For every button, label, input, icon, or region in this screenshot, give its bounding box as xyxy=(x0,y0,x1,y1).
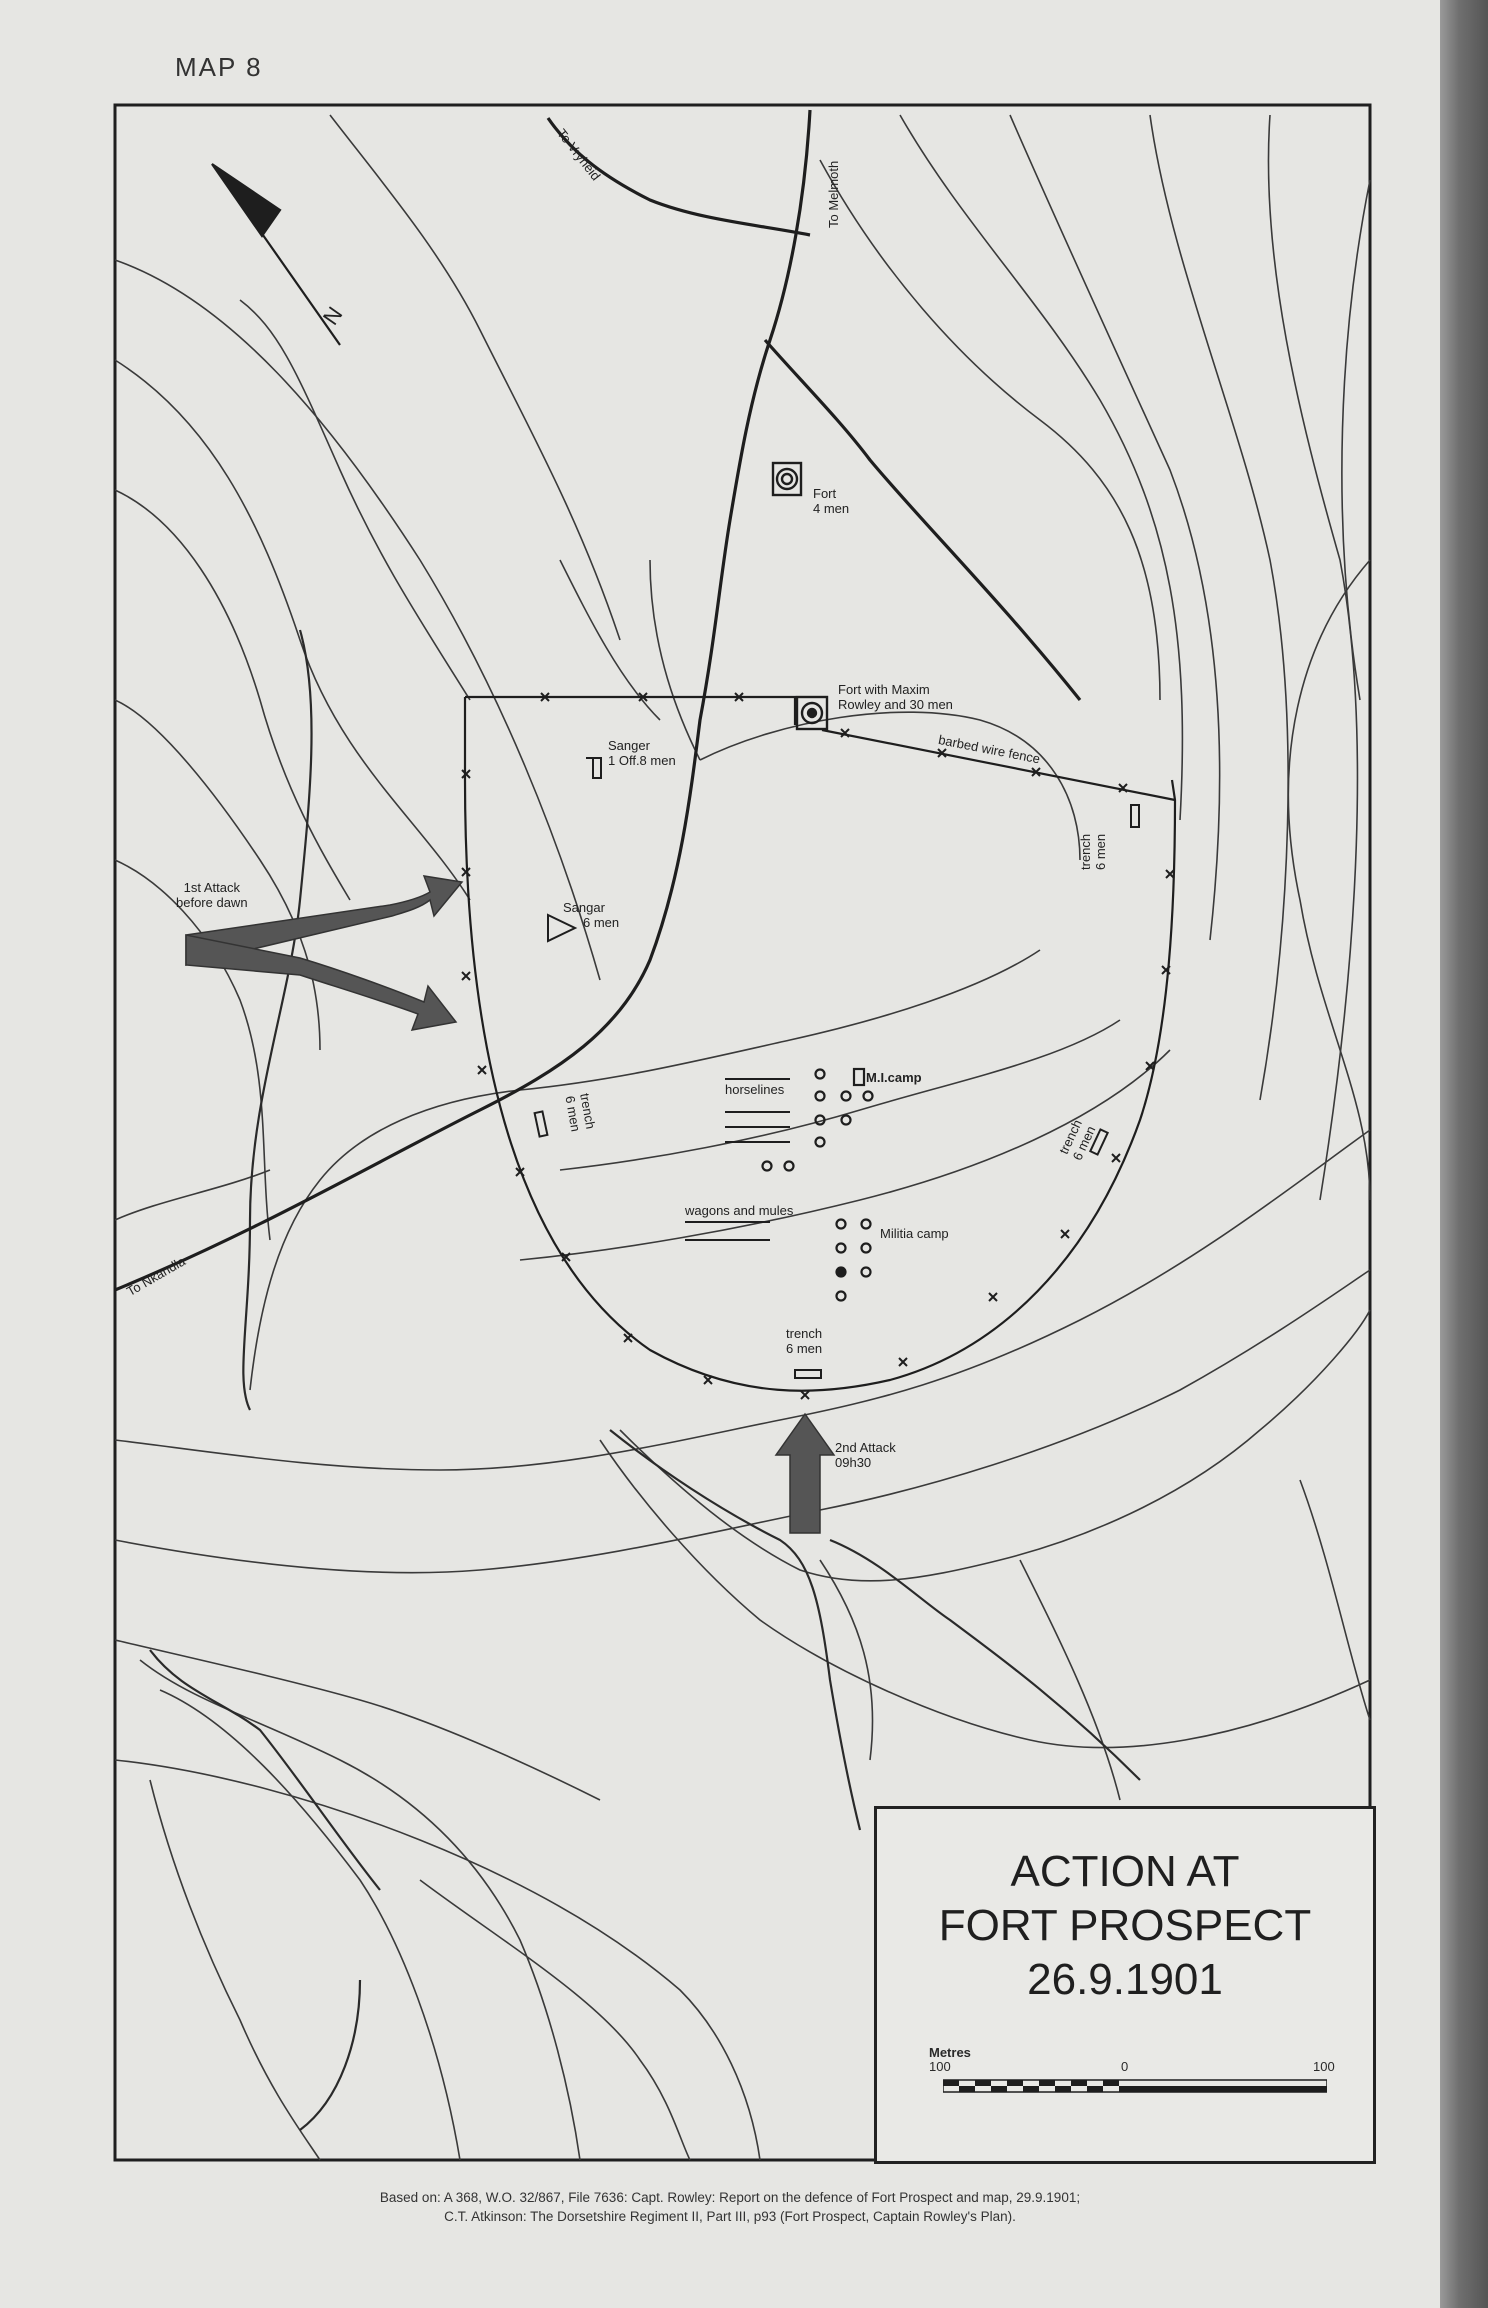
second-attack-arrow xyxy=(774,1412,836,1534)
second-attack-line1: 2nd Attack xyxy=(835,1440,896,1455)
contour-lines xyxy=(114,114,1371,2161)
source-line1: Based on: A 368, W.O. 32/867, File 7636:… xyxy=(379,2190,1081,2205)
scale-bar xyxy=(943,2079,1327,2093)
sanger1-line1: Sanger xyxy=(608,738,650,753)
sanger-symbols xyxy=(547,757,602,943)
scale-mid-label: 0 xyxy=(1121,2059,1129,2074)
title-box: ACTION AT FORT PROSPECT 26.9.1901 Metres… xyxy=(874,1806,1376,2164)
sanger1-label: Sanger 1 Off.8 men xyxy=(608,738,676,768)
title-line2: FORT PROSPECT xyxy=(938,1901,1312,1950)
trench-w-label: trench 6 men xyxy=(562,1092,598,1133)
fort-top-line2: 4 men xyxy=(813,501,850,516)
trench-s-line1: trench xyxy=(786,1326,823,1341)
perimeter-fence xyxy=(463,695,1177,1392)
roads xyxy=(114,109,1082,1292)
trench-s-line2: 6 men xyxy=(786,1341,823,1356)
fort-top-label: Fort 4 men xyxy=(813,486,849,516)
fort-top-line1: Fort xyxy=(813,486,837,501)
sangar2-line2: 6 men xyxy=(583,915,620,930)
fort-maxim-label: Fort with Maxim Rowley and 30 men xyxy=(838,682,953,712)
first-attack-label: 1st Attack before dawn xyxy=(176,880,248,910)
fort-maxim-line1: Fort with Maxim xyxy=(838,682,930,697)
page-edge-strip xyxy=(1440,0,1488,2308)
first-attack-line1: 1st Attack xyxy=(183,880,240,895)
scale-right-label: 100 xyxy=(1313,2059,1335,2074)
trench-ne-line2: 6 men xyxy=(1093,833,1108,870)
road-label-melmoth: To Melmoth xyxy=(826,160,841,228)
militia-camp-label: Militia camp xyxy=(880,1226,949,1241)
trench-symbols xyxy=(533,804,1140,1379)
north-arrow xyxy=(211,163,341,346)
scale-left-label: 100 xyxy=(929,2059,951,2074)
streams xyxy=(149,629,1141,2131)
source-note: Based on: A 368, W.O. 32/867, File 7636:… xyxy=(140,2188,1320,2226)
map-number-label: MAP 8 xyxy=(175,52,263,82)
title-line1: ACTION AT xyxy=(1010,1847,1240,1896)
fort-top-symbol xyxy=(771,461,803,497)
sanger1-line2: 1 Off.8 men xyxy=(608,753,676,768)
first-attack-arrows xyxy=(185,875,464,1031)
map-frame xyxy=(113,103,1372,2162)
map-title: ACTION AT FORT PROSPECT 26.9.1901 xyxy=(877,1845,1373,2007)
fort-maxim-line2: Rowley and 30 men xyxy=(838,697,953,712)
second-attack-line2: 09h30 xyxy=(835,1455,872,1470)
trench-ne-label: trench 6 men xyxy=(1078,834,1108,870)
wagons-label: wagons and mules xyxy=(685,1203,794,1218)
trench-ne-line1: trench xyxy=(1078,833,1093,870)
second-attack-label: 2nd Attack 09h30 xyxy=(835,1440,896,1470)
fence-crosses xyxy=(461,692,1175,1400)
title-line3: 26.9.1901 xyxy=(1027,1955,1223,2004)
scale-unit-label: Metres xyxy=(929,2045,971,2060)
horselines-marks xyxy=(685,1078,790,1241)
horselines-label: horselines xyxy=(725,1082,785,1097)
mi-camp-label: M.I.camp xyxy=(866,1070,922,1085)
first-attack-line2: before dawn xyxy=(176,895,248,910)
trench-s-label: trench 6 men xyxy=(786,1326,822,1356)
camp-circles xyxy=(761,1067,874,1302)
sangar2-label: Sangar 6 men xyxy=(563,900,619,930)
fort-maxim-symbol xyxy=(795,695,829,731)
source-line2: C.T. Atkinson: The Dorsetshire Regiment … xyxy=(444,2209,1016,2224)
sangar2-line1: Sangar xyxy=(563,900,605,915)
